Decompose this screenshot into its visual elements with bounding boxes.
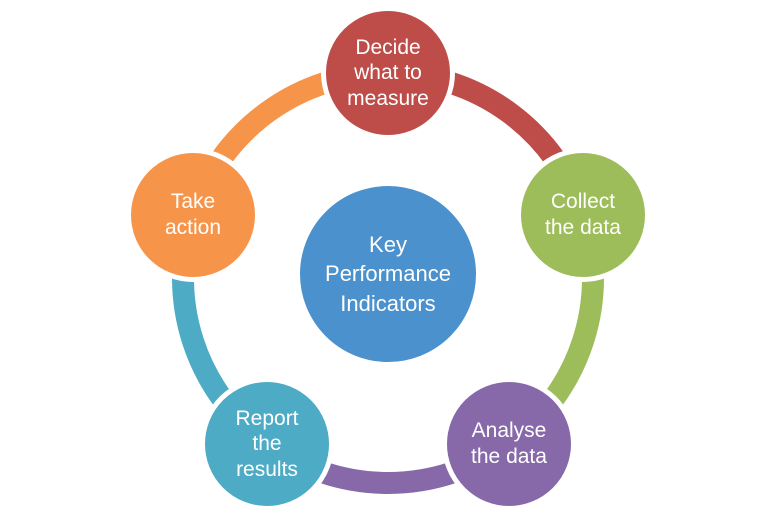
node-take-action: Take action <box>126 148 260 282</box>
node-report-the-results: Report the results <box>200 377 334 511</box>
node-take-action-label: Take action <box>164 190 222 239</box>
node-analyse-the-data: Analyse the data <box>442 377 576 511</box>
node-decide-label: Decide what to measure <box>347 35 429 110</box>
node-key-performance-indicators: Key Performance Indicators <box>295 181 481 367</box>
node-collect-the-data: Collect the data <box>516 148 650 282</box>
node-decide-what-to-measure: Decide what to measure <box>321 6 455 140</box>
node-analyse-label: Analyse the data <box>471 419 547 468</box>
center-label: Key Performance Indicators <box>325 232 451 316</box>
node-collect-label: Collect the data <box>545 190 621 239</box>
node-report-label: Report the results <box>235 406 299 481</box>
